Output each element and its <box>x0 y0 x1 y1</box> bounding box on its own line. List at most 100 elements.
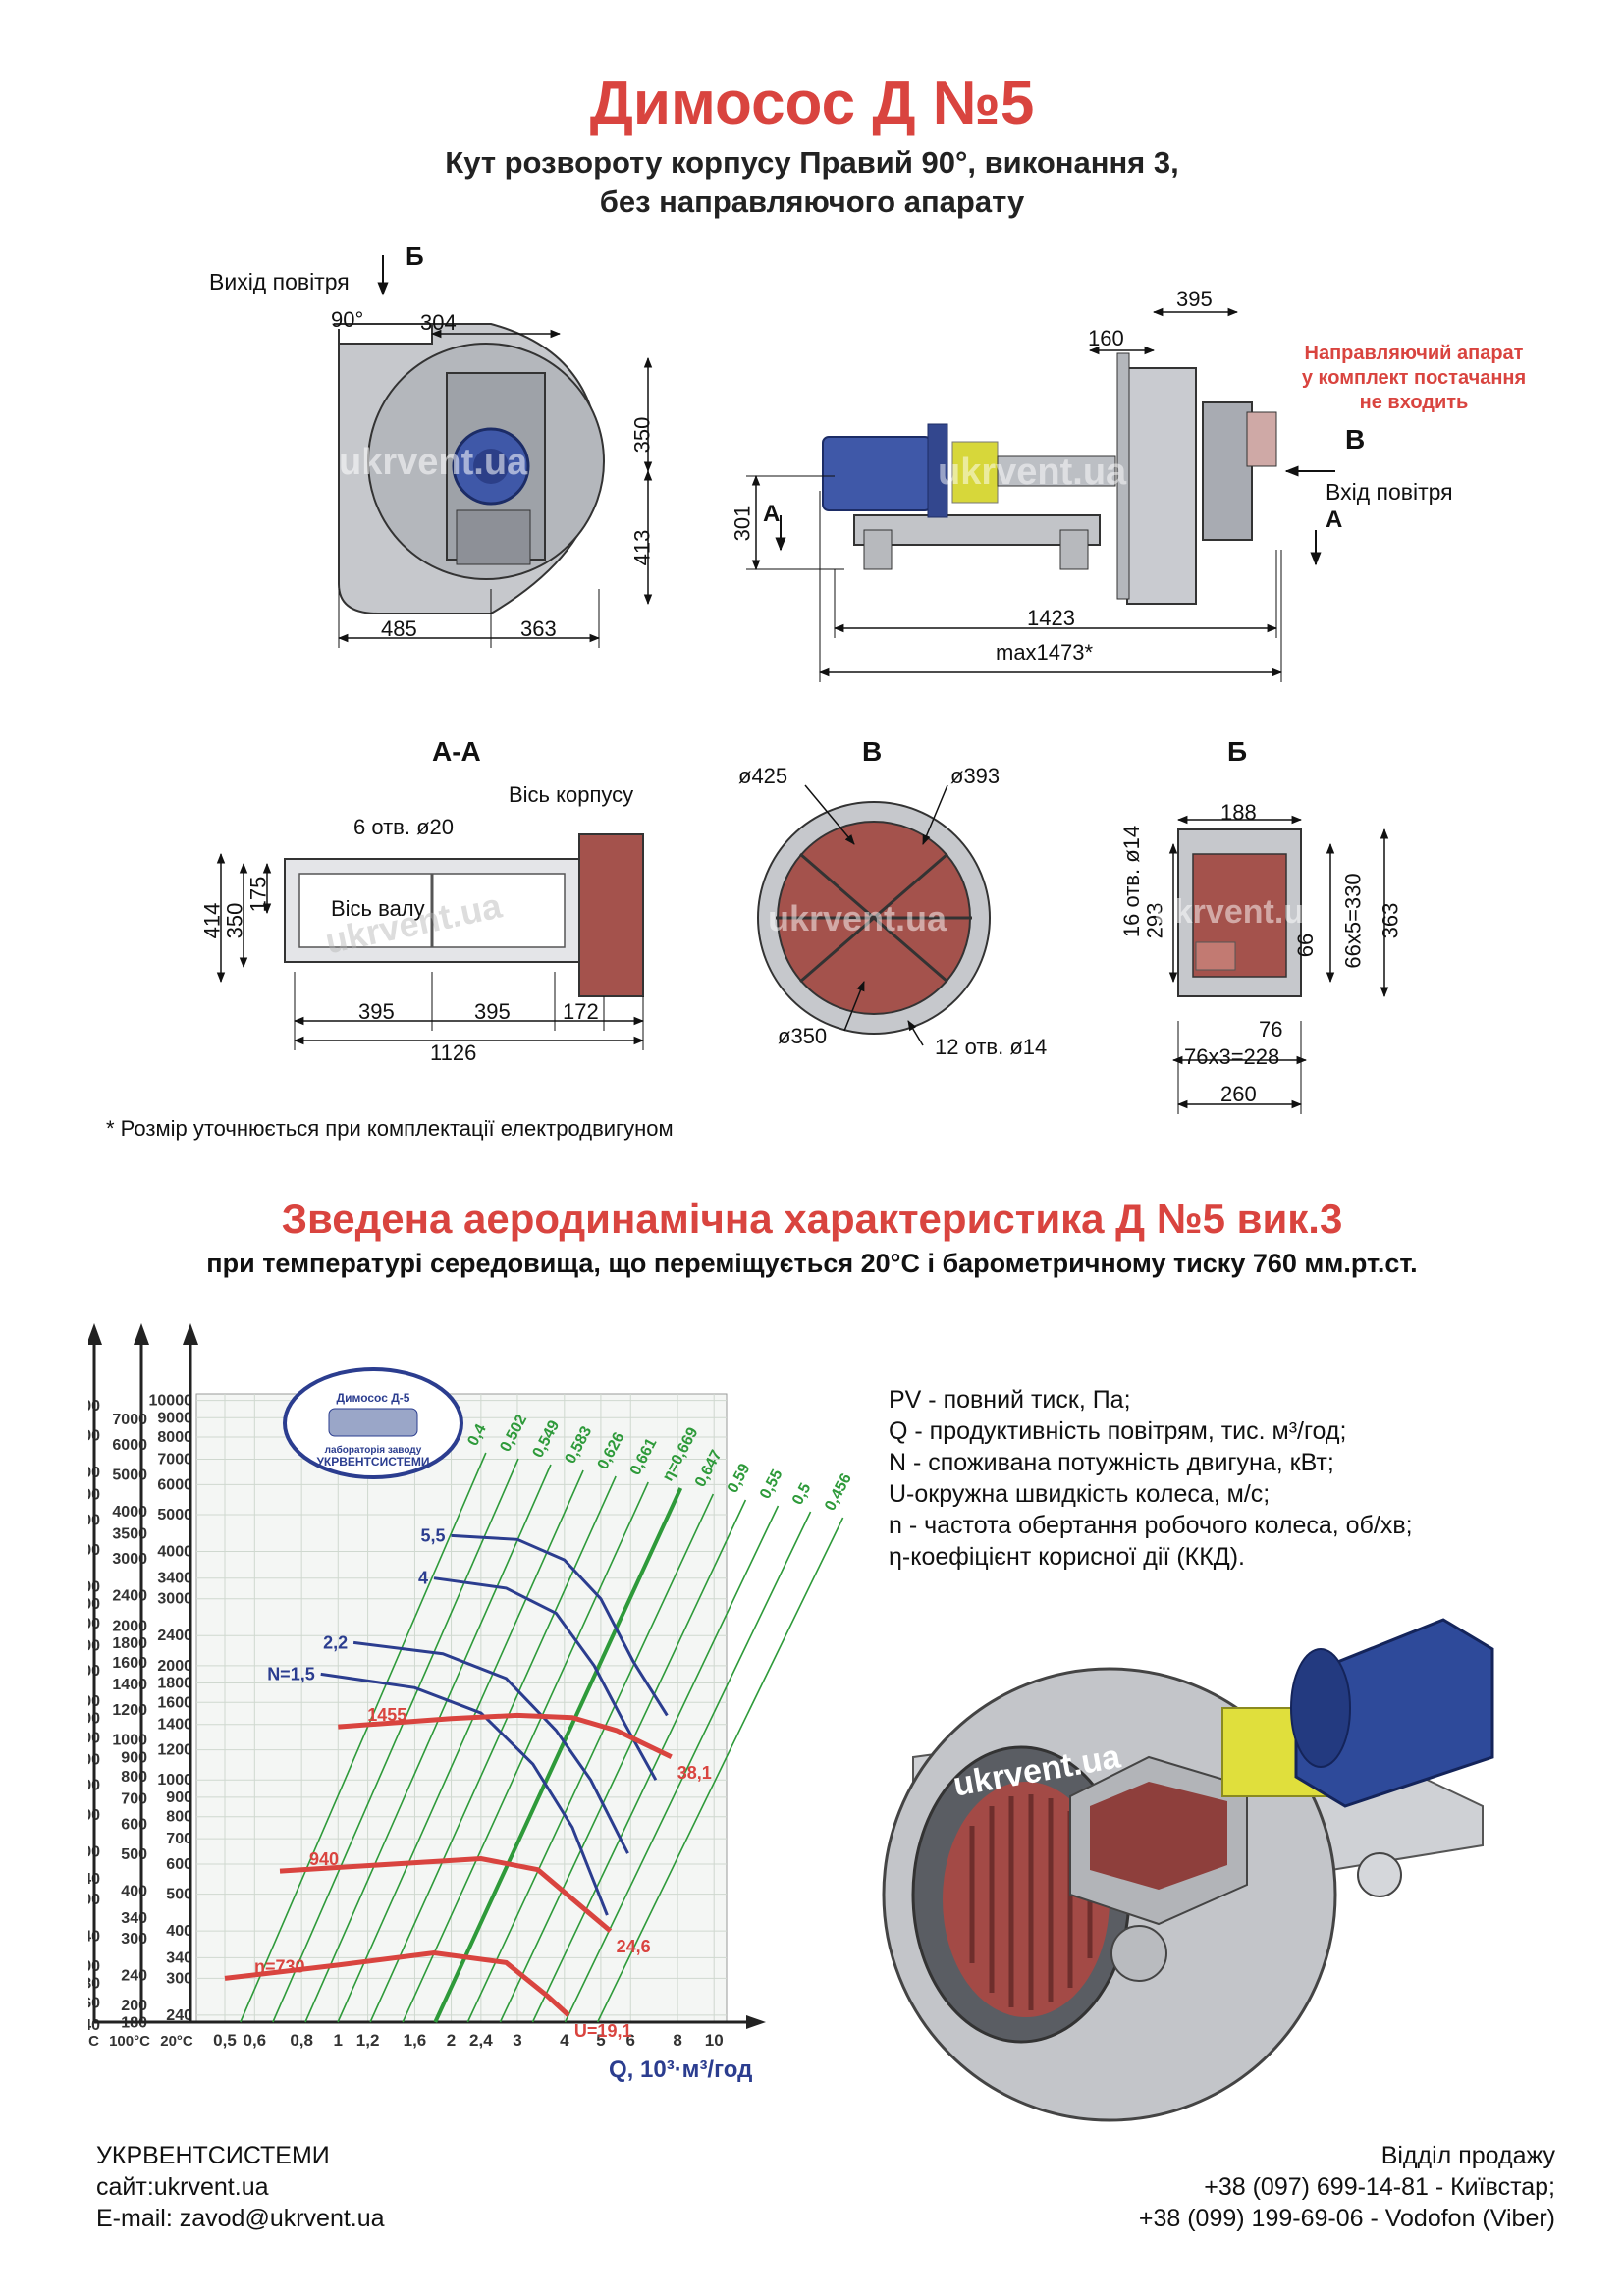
y-tick-label-20c: 240 <box>166 2007 192 2024</box>
power-curve <box>433 1576 658 1781</box>
x-temp-header: 100°C <box>109 2033 150 2050</box>
guide-vane-note-line2: у комплект постачання <box>1301 367 1527 389</box>
y-tick-label-20c: 400 <box>166 1923 192 1940</box>
y-axis-arrow <box>183 1323 198 1345</box>
chart-legend: PV - повний тиск, Па; Q - продуктивність… <box>889 1384 1413 1573</box>
y-tick-label-20c: 9000 <box>157 1410 192 1426</box>
footer-phone-1[interactable]: +38 (097) 699-14-81 - Київстар; <box>1204 2173 1555 2201</box>
y-tick-label-20c: 3000 <box>157 1591 192 1608</box>
shaft-axis-label: Вісь валу <box>331 896 425 921</box>
x-axis-label: Q, 10³·м³/год <box>609 2056 752 2083</box>
b-holes-label: 12 отв. ø14 <box>935 1035 1048 1059</box>
dim-350-aa: 350 <box>222 902 247 939</box>
efficiency-line <box>337 1469 584 2023</box>
footnote: * Розмір уточнюється при комплектації ел… <box>106 1116 674 1141</box>
y-tick-label-20c: 700 <box>166 1831 192 1847</box>
y-tick-label-100c: 400 <box>121 1884 147 1900</box>
dim-66: 66 <box>1293 933 1319 958</box>
dim-363: 363 <box>520 616 557 641</box>
efficiency-line <box>499 1499 747 2023</box>
dim-260: 260 <box>1220 1082 1257 1106</box>
logo-text-top: Димосос Д-5 <box>337 1391 410 1405</box>
y-tick-label-20c: 4000 <box>157 1543 192 1560</box>
efficiency-line <box>596 1517 844 2023</box>
y-tick-label-20c: 900 <box>166 1789 192 1806</box>
y-tick-label-100c: 200 <box>121 1998 147 2014</box>
dim-363-bb: 363 <box>1378 902 1403 939</box>
speed-curve <box>338 1712 673 1760</box>
legend-item-pv: PV - повний тиск, Па; <box>889 1386 1131 1414</box>
y-tick-label-100c: 900 <box>121 1749 147 1766</box>
y-tick-label-100c: 5000 <box>112 1467 147 1483</box>
section-b-title: В <box>862 736 883 767</box>
x-tick-label: 8 <box>673 2031 681 2050</box>
section-mark-v: В <box>1345 424 1366 454</box>
section-aa-title: А-А <box>432 736 481 767</box>
y-tick-label-20c: 2400 <box>157 1628 192 1644</box>
y-tick-label-20c: 5000 <box>157 1507 192 1523</box>
x-tick-label: 1 <box>334 2031 343 2050</box>
y-tick-label-100c: 1200 <box>112 1702 147 1719</box>
dim-413: 413 <box>629 529 655 566</box>
efficiency-line <box>272 1458 519 2023</box>
y-tick-label-100c: 240 <box>121 1967 147 1984</box>
dim-1126: 1126 <box>430 1041 477 1065</box>
y-tick-label-100c: 3500 <box>112 1525 147 1542</box>
front-view-drawing <box>334 255 653 648</box>
logo-text-bottom: УКРВЕНТСИСТЕМИ <box>316 1455 429 1468</box>
dim-395-b: 395 <box>474 999 511 1024</box>
efficiency-label: 0,5 <box>789 1480 814 1508</box>
speed-curve-end-label: 24,6 <box>617 1937 651 1956</box>
y-tick-label-20c: 1600 <box>157 1694 192 1711</box>
dim-395-a: 395 <box>358 999 395 1024</box>
legend-item-u: U-окружна швидкість колеса, м/с; <box>889 1480 1271 1508</box>
dim-172: 172 <box>563 999 599 1024</box>
footer-email[interactable]: E-mail: zavod@ukrvent.ua <box>96 2205 385 2232</box>
y-tick-label-100c: 2400 <box>112 1588 147 1605</box>
outlet-label: Вихід повітря <box>209 269 350 294</box>
x-tick-label: 1,2 <box>356 2031 380 2050</box>
y-tick-label-20c: 8000 <box>157 1429 192 1446</box>
dim-66x5: 66x5=330 <box>1340 873 1366 969</box>
section-bb-drawing <box>1168 815 1389 1114</box>
y-tick-label-100c: 600 <box>121 1816 147 1833</box>
dim-160: 160 <box>1088 326 1124 350</box>
logo-text-mid: лабораторія заводу <box>325 1444 422 1456</box>
chart-title: Зведена аеродинамічна характеристика Д №… <box>281 1196 1343 1242</box>
footer-site[interactable]: сайт:ukrvent.ua <box>96 2173 269 2201</box>
power-curve <box>320 1672 609 1916</box>
legend-item-n: N - споживана потужність двигуна, кВт; <box>889 1449 1334 1476</box>
legend-item-q: Q - продуктивність повітрям, тис. м³/год… <box>889 1417 1347 1445</box>
power-curve <box>352 1640 629 1854</box>
y-axis-arrow <box>88 1323 102 1345</box>
power-curve-label: 4 <box>418 1569 428 1588</box>
footer-phone-2[interactable]: +38 (099) 199-69-06 - Vodofon (Viber) <box>1138 2205 1555 2232</box>
dim-76x3: 76x3=228 <box>1184 1044 1280 1069</box>
x-tick-label: 0,8 <box>290 2031 313 2050</box>
dim-485: 485 <box>381 616 417 641</box>
watermark-front: ukrvent.ua <box>339 442 528 483</box>
section-b-drawing <box>757 784 991 1046</box>
efficiency-line <box>304 1464 552 2023</box>
y-tick-label-20c: 600 <box>166 1856 192 1873</box>
dia-350: ø350 <box>778 1024 828 1048</box>
guide-vane-note-line1: Направляючий апарат <box>1304 343 1524 364</box>
section-mark-a-left: А <box>763 501 781 527</box>
y-tick-label-100c: 1000 <box>112 1733 147 1749</box>
dia-393: ø393 <box>950 764 1001 788</box>
x-axis-arrow <box>746 2015 766 2029</box>
efficiency-label: 0,456 <box>822 1470 854 1513</box>
y-tick-label-20c: 1800 <box>157 1676 192 1692</box>
y-tick-label-100c: 300 <box>121 1931 147 1948</box>
power-curve-label: 5,5 <box>421 1525 446 1545</box>
efficiency-line <box>433 1487 683 2023</box>
efficiency-label: 0,59 <box>725 1461 754 1496</box>
speed-curve-label: n=730 <box>254 1956 305 1976</box>
chart-subtitle: при температурі середовища, що переміщує… <box>206 1249 1418 1278</box>
x-tick-label: 6 <box>626 2031 635 2050</box>
section-mark-b: Б <box>406 241 424 271</box>
y-tick-label-20c: 2000 <box>157 1658 192 1675</box>
technical-drawings <box>216 255 1389 1114</box>
dim-301: 301 <box>730 505 755 542</box>
